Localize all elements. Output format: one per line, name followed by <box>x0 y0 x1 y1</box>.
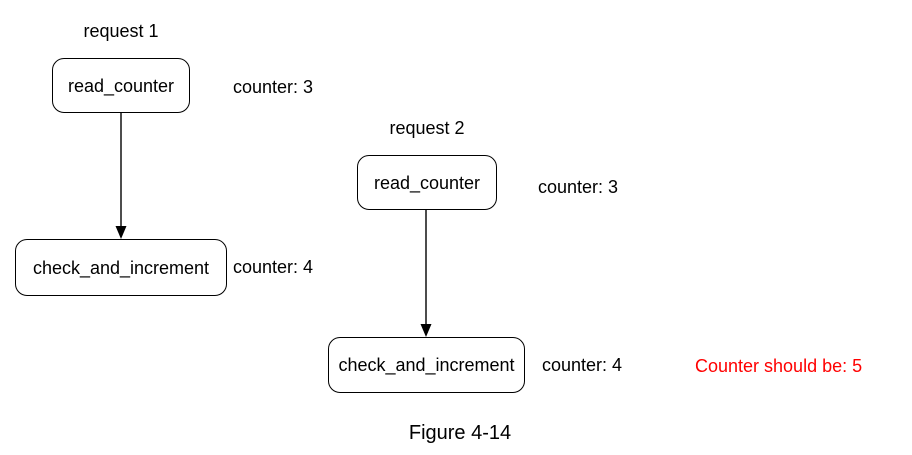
node-label: read_counter <box>67 75 175 96</box>
node-label: check_and_increment <box>338 355 515 375</box>
request2-check-and-increment-state: counter: 4 <box>542 355 623 375</box>
node-label: check_and_increment <box>32 257 210 278</box>
down-arrow <box>115 113 127 239</box>
request1-read-counter-state: counter: 3 <box>233 77 314 97</box>
counter-warning-text: Counter should be: 5 <box>695 356 863 376</box>
node-request2-read-counter: read_counter <box>357 155 497 210</box>
node-request2-check-and-increment: check_and_increment <box>328 337 525 393</box>
request2-read-counter-state: counter: 3 <box>538 177 619 197</box>
down-arrow <box>420 210 432 337</box>
request1-title: request 1 <box>83 21 159 41</box>
node-request1-read-counter: read_counter <box>52 58 190 113</box>
request1-check-and-increment-state: counter: 4 <box>233 257 314 277</box>
node-label: read_counter <box>373 172 481 193</box>
node-request1-check-and-increment: check_and_increment <box>15 239 227 296</box>
figure-caption: Figure 4-14 <box>408 422 512 444</box>
request2-title: request 2 <box>389 118 465 138</box>
